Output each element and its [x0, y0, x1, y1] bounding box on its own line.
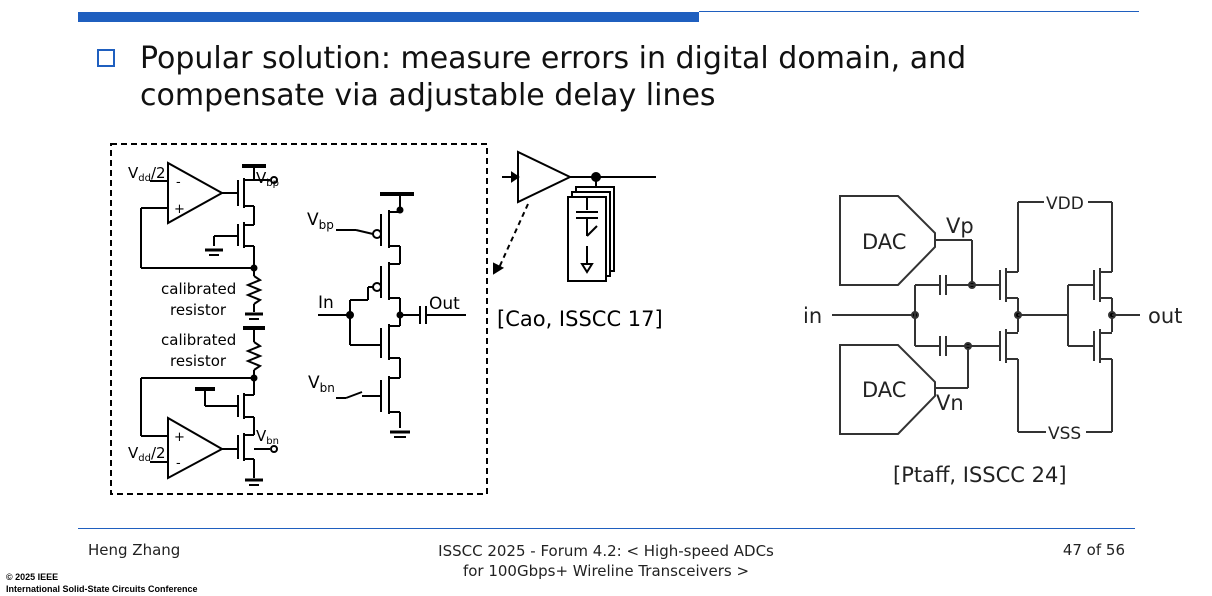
label-delay-vbn: Vbn	[308, 373, 335, 395]
footer-conference: ISSCC 2025 - Forum 4.2: < High-speed ADC…	[400, 541, 812, 581]
opamp-top-plus: +	[174, 202, 185, 217]
ptaff-out: out	[1148, 304, 1182, 328]
nmos-bias-bottom	[195, 378, 278, 486]
ptaff-in: in	[803, 304, 822, 328]
copyright-line-2: International Solid-State Circuits Confe…	[6, 584, 198, 594]
label-calibrated-resistor-2b: resistor	[170, 352, 227, 370]
calibrated-resistor-bottom	[140, 326, 265, 437]
footer-copyright: © 2025 IEEE International Solid-State Ci…	[6, 571, 198, 595]
header-rule	[699, 11, 1139, 12]
footer-conference-line-1: ISSCC 2025 - Forum 4.2: < High-speed ADC…	[438, 542, 774, 560]
dashed-boundary-box	[110, 143, 488, 495]
label-calibrated-resistor-1b: resistor	[170, 301, 227, 319]
footer-page-number: 47 of 56	[1062, 541, 1125, 559]
copyright-line-1: © 2025 IEEE	[6, 572, 59, 582]
opamp-bottom	[150, 416, 225, 480]
label-calibrated-resistor-2a: calibrated	[161, 331, 236, 349]
label-vbn-out: Vbn	[256, 427, 279, 447]
opamp-top-minus: -	[176, 175, 181, 190]
footer-rule	[78, 528, 1135, 529]
label-calibrated-resistor-1a: calibrated	[161, 280, 236, 298]
cao-buffer-capbank	[493, 150, 656, 282]
calibrated-resistor-top	[245, 264, 263, 320]
title-line-2: compensate via adjustable delay lines	[140, 78, 716, 113]
pmos-bias-top	[205, 164, 278, 268]
ptaff-dac-top: DAC	[862, 230, 906, 254]
footer-conference-line-2: for 100Gbps+ Wireline Transceivers >	[462, 562, 750, 580]
label-vbp-out: Vbp	[256, 169, 279, 189]
ptaff-dac-bottom: DAC	[862, 378, 906, 402]
footer-author: Heng Zhang	[88, 541, 181, 559]
delay-cell-inverter	[318, 192, 466, 438]
ptaff-reference: [Ptaff, ISSCC 24]	[893, 463, 1067, 487]
slide-title: Popular solution: measure errors in digi…	[140, 40, 1140, 114]
ptaff-vp: Vp	[946, 214, 974, 238]
opamp-bottom-plus: +	[174, 430, 185, 445]
label-delay-in: In	[318, 293, 334, 313]
title-line-1: Popular solution: measure errors in digi…	[140, 41, 967, 76]
ptaff-circuit	[832, 195, 1140, 435]
label-delay-out: Out	[429, 294, 460, 314]
header-accent-bar	[78, 12, 699, 22]
opamp-top	[140, 161, 254, 269]
cao-reference: [Cao, ISSCC 17]	[497, 307, 663, 331]
label-delay-vbp: Vbp	[307, 210, 334, 232]
ptaff-vn: Vn	[936, 391, 964, 415]
ptaff-vdd: VDD	[1046, 194, 1084, 214]
bullet-square-icon	[97, 49, 115, 67]
label-vdd-half-top: Vdd/2	[128, 164, 166, 184]
ptaff-vss: VSS	[1048, 424, 1081, 444]
label-vdd-half-bottom: Vdd/2	[128, 444, 166, 464]
opamp-bottom-minus: -	[176, 456, 181, 471]
